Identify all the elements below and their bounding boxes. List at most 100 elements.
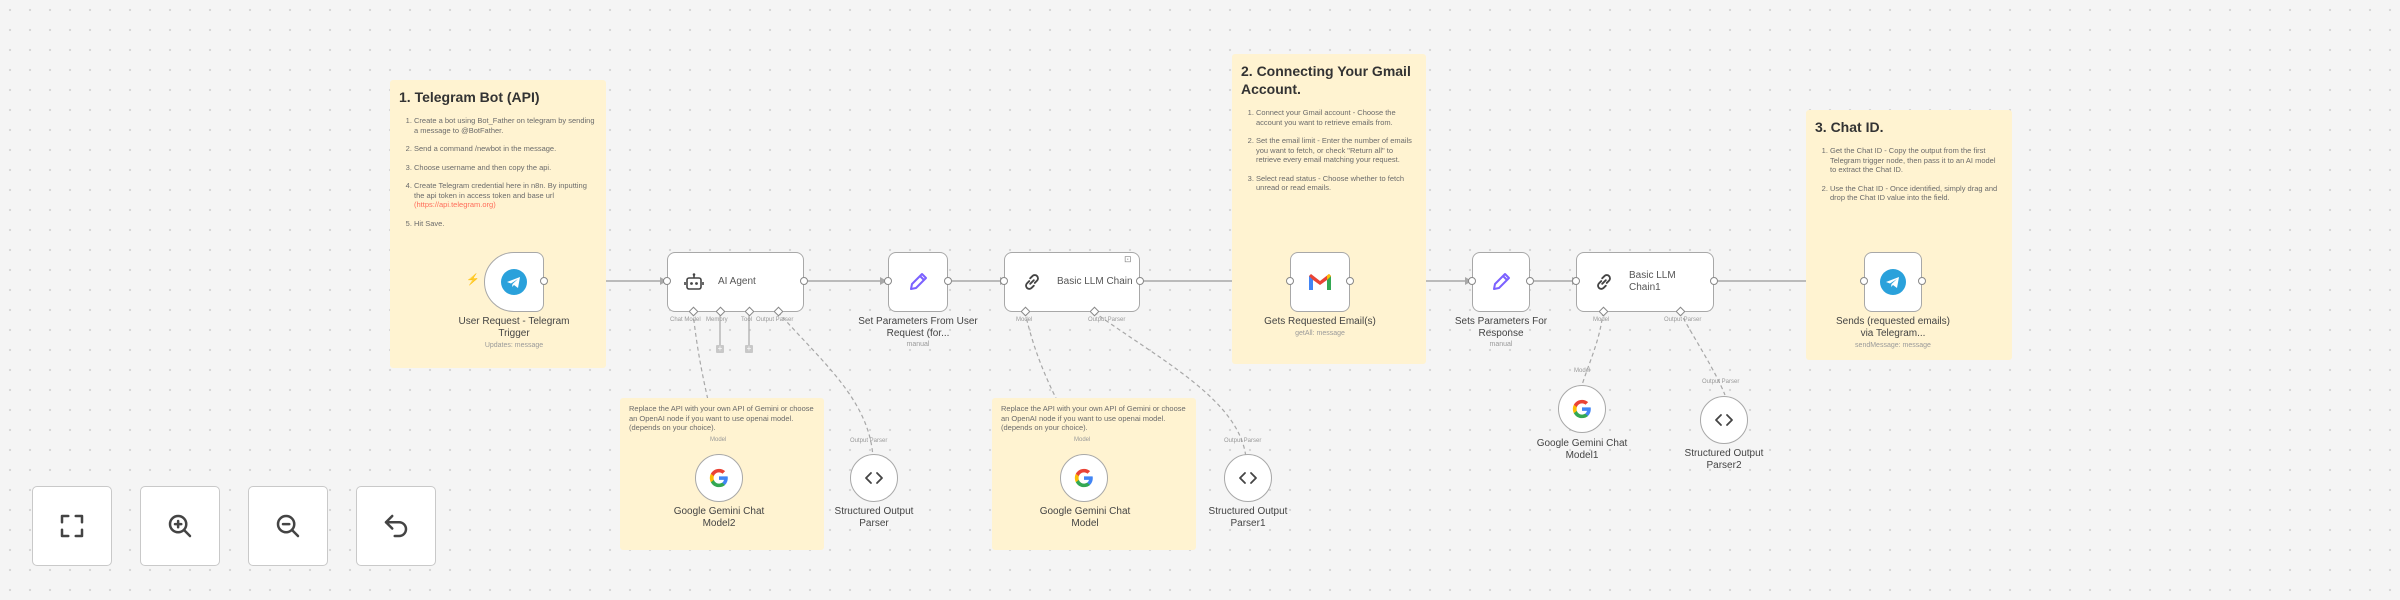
- input-handle[interactable]: [1000, 277, 1008, 285]
- node-telegram-send[interactable]: [1864, 252, 1922, 312]
- sticky-note-model-2[interactable]: Replace the API with your own API of Gem…: [992, 398, 1196, 550]
- input-handle[interactable]: [1860, 277, 1868, 285]
- add-tool-button[interactable]: +: [745, 344, 753, 353]
- input-handle[interactable]: [884, 277, 892, 285]
- port-label: Memory: [706, 317, 728, 323]
- output-handle[interactable]: [1526, 277, 1534, 285]
- node-label: Gets Requested Email(s): [1264, 316, 1376, 327]
- zoom-in-icon: [168, 514, 192, 538]
- node-structured-output-parser-2[interactable]: [1700, 396, 1748, 444]
- sticky-steps: Connect your Gmail account - Choose the …: [1241, 108, 1417, 193]
- output-handle[interactable]: [944, 277, 952, 285]
- code-icon: [1715, 414, 1733, 426]
- sticky-text: Replace the API with your own API of Gem…: [629, 404, 814, 432]
- sticky-step: Choose username and then copy the api.: [414, 163, 597, 173]
- node-basic-llm-chain-1[interactable]: Basic LLM Chain1: [1576, 252, 1714, 312]
- node-basic-llm-chain[interactable]: Basic LLM Chain: [1004, 252, 1140, 312]
- node-subtitle: Updates: message: [484, 342, 544, 349]
- port-label: Output Parser: [1702, 379, 1740, 385]
- node-telegram-trigger[interactable]: [484, 252, 544, 312]
- telegram-icon: [501, 269, 527, 295]
- google-icon: [1074, 468, 1093, 488]
- sticky-steps: Get the Chat ID - Copy the output from t…: [1815, 146, 2003, 203]
- code-icon: [1239, 472, 1257, 484]
- fit-view-button[interactable]: [32, 486, 112, 566]
- sticky-step: Send a command /newbot in the message.: [414, 144, 597, 154]
- output-handle[interactable]: [1918, 277, 1926, 285]
- sticky-step: Select read status - Choose whether to f…: [1256, 174, 1417, 193]
- pencil-icon: [1493, 273, 1510, 290]
- fullscreen-icon: [60, 514, 84, 538]
- input-handle[interactable]: [1286, 277, 1294, 285]
- node-name: Basic LLM Chain: [1057, 276, 1133, 287]
- node-label: Sends (requested emails) via Telegram...: [1836, 316, 1950, 339]
- output-handle[interactable]: [800, 277, 808, 285]
- input-handle[interactable]: [663, 277, 671, 285]
- node-ai-agent[interactable]: AI Agent: [667, 252, 804, 312]
- sticky-note-chat-id[interactable]: 3. Chat ID. Get the Chat ID - Copy the o…: [1806, 110, 2012, 360]
- robot-icon: [684, 273, 704, 290]
- google-icon: [709, 468, 728, 488]
- zoom-out-button[interactable]: [248, 486, 328, 566]
- reset-zoom-button[interactable]: [356, 486, 436, 566]
- port-label: Model: [1016, 317, 1033, 323]
- code-icon: [865, 472, 883, 484]
- sticky-step: Create a bot using Bot_Father on telegra…: [414, 116, 597, 135]
- sticky-step: Hit Save.: [414, 219, 597, 229]
- sticky-link[interactable]: (https://api.telegram.org): [414, 200, 496, 209]
- add-memory-button[interactable]: +: [716, 344, 724, 353]
- sticky-title: 3. Chat ID.: [1815, 119, 1884, 135]
- node-name: Basic LLM Chain1: [1629, 270, 1676, 293]
- port-label: Output Parser: [1088, 317, 1126, 323]
- output-handle[interactable]: [540, 277, 548, 285]
- node-google-gemini-chat-model-2[interactable]: [695, 454, 743, 502]
- google-icon: [1572, 399, 1591, 419]
- sticky-steps: Create a bot using Bot_Father on telegra…: [399, 116, 597, 228]
- node-google-gemini-chat-model[interactable]: [1060, 454, 1108, 502]
- output-handle[interactable]: [1136, 277, 1144, 285]
- sticky-title: 2. Connecting Your Gmail Account.: [1241, 63, 1411, 97]
- port-label: Output Parser: [850, 438, 888, 444]
- node-subtitle: getAll: message: [1295, 330, 1345, 337]
- node-structured-output-parser-1[interactable]: [1224, 454, 1272, 502]
- port-label: Model: [710, 437, 727, 443]
- output-handle[interactable]: [1346, 277, 1354, 285]
- link-icon: [1597, 274, 1611, 290]
- node-label: User Request - Telegram Trigger: [458, 316, 570, 339]
- node-label: Structured Output Parser: [834, 506, 914, 529]
- sticky-step-text: Create Telegram credential here in n8n. …: [414, 181, 587, 200]
- sticky-note-telegram[interactable]: 1. Telegram Bot (API) Create a bot using…: [390, 80, 606, 368]
- port-label: Model: [1574, 368, 1591, 374]
- sticky-note-gmail[interactable]: 2. Connecting Your Gmail Account. Connec…: [1232, 54, 1426, 364]
- node-label: Google Gemini Chat Model2: [673, 506, 765, 529]
- port-label: Tool: [741, 317, 753, 323]
- node-label: Set Parameters From User Request (for...: [858, 316, 978, 339]
- node-structured-output-parser[interactable]: [850, 454, 898, 502]
- input-handle[interactable]: [1572, 277, 1580, 285]
- port-label: Model: [1593, 317, 1610, 323]
- input-handle[interactable]: [1468, 277, 1476, 285]
- node-label: Google Gemini Chat Model1: [1536, 438, 1628, 461]
- port-label: Model: [1074, 437, 1091, 443]
- trigger-indicator-icon: ⚡: [466, 274, 480, 286]
- sticky-step: Connect your Gmail account - Choose the …: [1256, 108, 1417, 127]
- node-gmail[interactable]: [1290, 252, 1350, 312]
- node-subtitle: sendMessage: message: [1855, 342, 1931, 349]
- port-label: Chat Model: [670, 317, 701, 323]
- node-label: Google Gemini Chat Model: [1039, 506, 1131, 529]
- zoom-out-icon: [276, 514, 300, 538]
- undo-icon: [384, 514, 408, 538]
- node-set-parameters[interactable]: [888, 252, 948, 312]
- node-subtitle: manual: [906, 341, 930, 348]
- node-google-gemini-chat-model-1[interactable]: [1558, 385, 1606, 433]
- sticky-text: Replace the API with your own API of Gem…: [1001, 404, 1186, 432]
- output-handle[interactable]: [1710, 277, 1718, 285]
- port-label: Output Parser: [1224, 438, 1262, 444]
- node-subtitle: manual: [1489, 341, 1513, 348]
- port-label: Output Parser: [756, 317, 794, 323]
- zoom-in-button[interactable]: [140, 486, 220, 566]
- node-set-parameters-response[interactable]: [1472, 252, 1530, 312]
- external-link-icon[interactable]: ⊡: [1124, 254, 1132, 264]
- node-name: AI Agent: [718, 276, 756, 287]
